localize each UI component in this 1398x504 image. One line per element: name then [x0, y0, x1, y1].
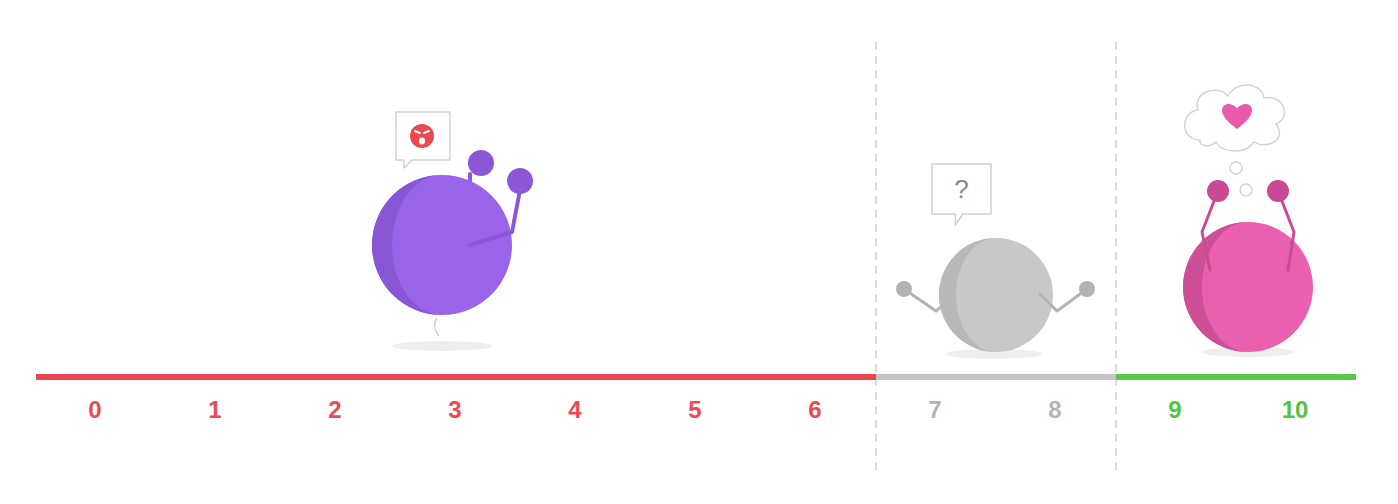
- speech-bubble: ?: [931, 163, 992, 215]
- bubble-text: ?: [931, 174, 992, 204]
- bubble-shape: [932, 164, 991, 225]
- neutral-ball: [896, 238, 1095, 359]
- divider-line: [1115, 42, 1117, 470]
- scale-number: 10: [1282, 396, 1309, 424]
- scale-number: 8: [1048, 396, 1061, 424]
- divider-line: [875, 42, 877, 470]
- promoter-bar: [1116, 374, 1356, 380]
- scale-number: 0: [88, 396, 101, 424]
- scale-number: 7: [928, 396, 941, 424]
- passive-bar: [876, 374, 1116, 380]
- detractor-bar: [36, 374, 876, 380]
- scale-number: 4: [568, 396, 581, 424]
- scale-number: 1: [208, 396, 221, 424]
- happy-ball: [1183, 85, 1313, 357]
- scale-number: 6: [808, 396, 821, 424]
- scale-number: 3: [448, 396, 461, 424]
- scale-number: 9: [1168, 396, 1181, 424]
- angry-ball: [372, 112, 533, 351]
- scale-number: 5: [688, 396, 701, 424]
- scale-number: 2: [328, 396, 341, 424]
